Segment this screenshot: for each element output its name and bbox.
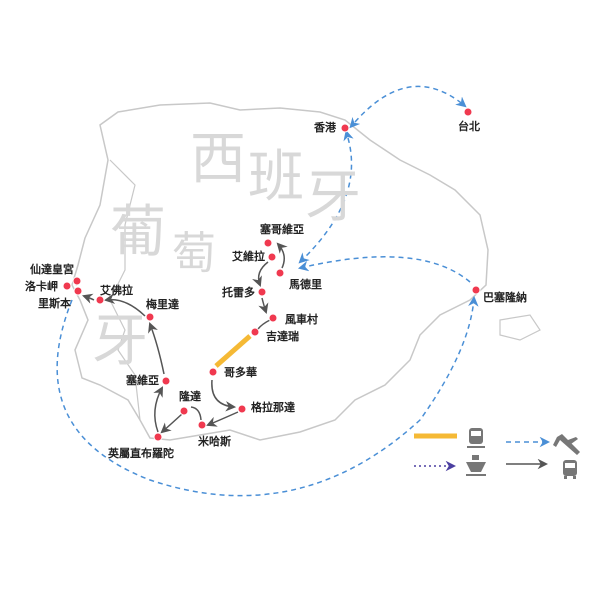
- city-label-avila: 艾維拉: [232, 250, 265, 263]
- watermark-char: 萄: [172, 228, 216, 279]
- city-label-gibraltar: 英屬直布羅陀: [108, 447, 174, 460]
- city-marker-mijas: [197, 420, 207, 430]
- bus-icon: [563, 460, 577, 479]
- watermark-char: 班: [248, 145, 304, 210]
- city-label-sintra: 仙達皇宮: [30, 263, 74, 276]
- watermark-char: 葡: [110, 200, 166, 265]
- city-label-mijas: 米哈斯: [198, 435, 231, 448]
- city-label-toledo: 托雷多: [222, 286, 255, 299]
- mallorca-island: [499, 314, 541, 341]
- watermark-portugal-2: 萄: [172, 232, 216, 276]
- bus-route-merida-evora: [103, 293, 146, 317]
- city-marker-gibraltar: [153, 432, 163, 442]
- city-marker-seville: [161, 376, 171, 386]
- city-label-merida: 梅里達: [146, 298, 179, 311]
- watermark-portugal: 葡: [110, 205, 166, 261]
- city-marker-toledo: [257, 287, 267, 297]
- watermark-spain: 西: [190, 132, 246, 188]
- city-label-ronda: 隆達: [179, 390, 201, 403]
- ship-icon: [466, 455, 486, 476]
- flight-route-barcelona-madrid: [297, 256, 471, 283]
- city-label-madrid: 馬德里: [289, 278, 322, 291]
- city-label-cabo-da-roca: 洛卡岬: [25, 280, 58, 293]
- watermark-char: 牙: [305, 165, 361, 230]
- bus-route-avila-toledo: [252, 261, 269, 287]
- city-marker-windmill: [268, 313, 278, 323]
- bus-route-cordoba-granada: [211, 379, 237, 412]
- city-marker-cordoba: [208, 367, 218, 377]
- city-marker-granada: [237, 404, 247, 414]
- city-marker-hongkong: [340, 123, 350, 133]
- watermark-char: 西: [190, 127, 246, 192]
- city-label-windmill: 風車村: [285, 313, 318, 326]
- city-label-cordoba: 哥多華: [224, 366, 257, 379]
- city-label-granada: 格拉那達: [251, 401, 295, 414]
- train-route-consuegra-cordoba: [214, 334, 252, 368]
- city-marker-sintra: [72, 276, 82, 286]
- bus-route-granada-mijas: [206, 411, 239, 427]
- city-label-taipei: 台北: [458, 120, 480, 133]
- city-markers: [62, 107, 481, 442]
- watermark-portugal-3: 牙: [92, 314, 148, 370]
- watermark-spain-2: 班: [248, 150, 304, 206]
- city-label-lisbon: 里斯本: [38, 297, 71, 310]
- city-marker-cabo-da-roca: [62, 281, 72, 291]
- city-label-hongkong: 香港: [314, 121, 336, 134]
- city-marker-lisbon: [73, 286, 83, 296]
- flight-route-hongkong-madrid: [298, 129, 354, 264]
- bus-route-seville-merida: [148, 322, 165, 375]
- city-marker-madrid: [275, 268, 285, 278]
- route-ronda-mijas: [190, 406, 202, 421]
- train-icon: [467, 428, 485, 448]
- city-marker-consuegra: [250, 327, 260, 337]
- city-marker-taipei: [463, 107, 473, 117]
- city-marker-evora: [95, 295, 105, 305]
- city-marker-segovia: [263, 238, 273, 248]
- bus-route-ronda-gibraltar: [160, 413, 183, 434]
- bus-route-madrid-segovia: [276, 242, 288, 269]
- flight-route-hongkong-taipei: [349, 85, 467, 129]
- city-label-evora: 艾佛拉: [100, 284, 133, 297]
- city-marker-ronda: [179, 406, 189, 416]
- city-marker-barcelona: [471, 285, 481, 295]
- city-label-barcelona: 巴塞隆納: [483, 291, 527, 304]
- plane-icon: [553, 434, 580, 455]
- bus-route-evora-lisbon: [82, 293, 95, 304]
- bus-route-gibraltar-seville: [153, 386, 164, 433]
- city-marker-avila: [267, 252, 277, 262]
- watermark-spain-3: 牙: [305, 170, 361, 226]
- city-label-segovia: 塞哥維亞: [260, 223, 304, 236]
- bus-route-toledo-windmill: [258, 297, 269, 314]
- watermark-char: 牙: [92, 309, 148, 374]
- route-windmill-consuegra: [257, 319, 271, 330]
- city-marker-merida: [145, 312, 155, 322]
- city-label-consuegra: 吉達瑞: [266, 330, 299, 343]
- city-label-seville: 塞維亞: [126, 374, 159, 387]
- flight-route-lisbon-barcelona: [56, 295, 479, 497]
